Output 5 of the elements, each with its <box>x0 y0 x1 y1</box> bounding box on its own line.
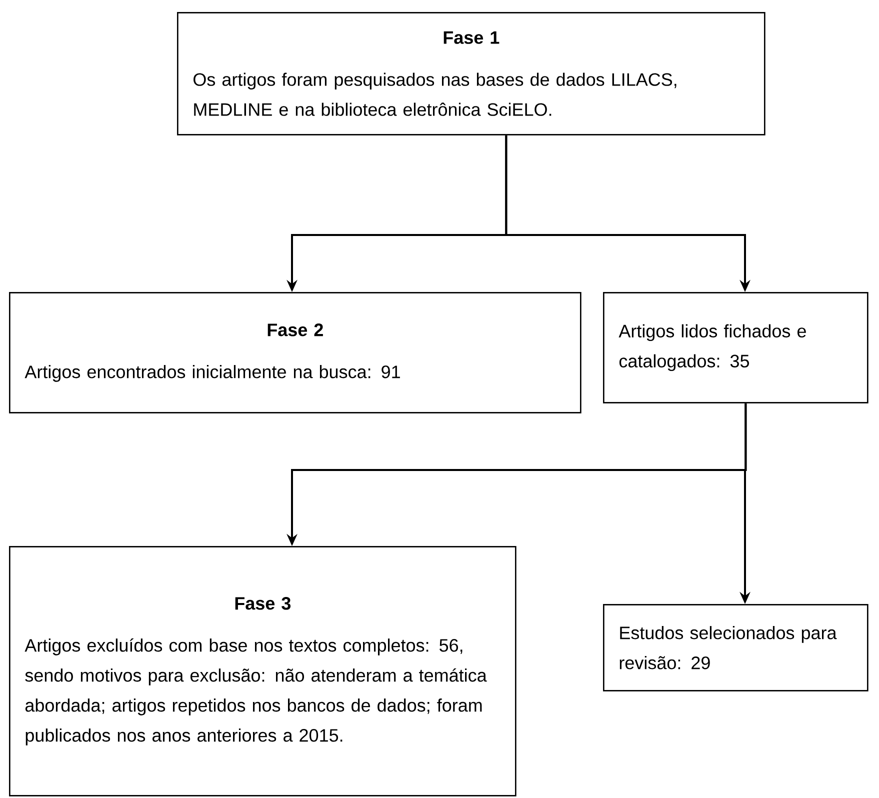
phase-box: Fase 1 Os artigos foram pesquisados nas bases de dados LILACS, MEDLINE e na biblioteca eletrônica SciELO. <box>177 12 766 136</box>
result-box: Estudos selecionados para revisão: 29 <box>603 604 868 692</box>
phase-box: Fase 2 Artigos encontrados inicialmente na busca: 91 <box>9 292 582 414</box>
phase-box: Fase 3 Artigos excluídos com base nos textos completos: 56, sendo motivos para exclusão: não atenderam a temática abordada; artigos repetidos nos bancos de dados; foram publicados nos anos anteriores a 2015. <box>9 546 516 796</box>
result-box: Artigos lidos fichados e catalogados: 35 <box>603 292 868 404</box>
